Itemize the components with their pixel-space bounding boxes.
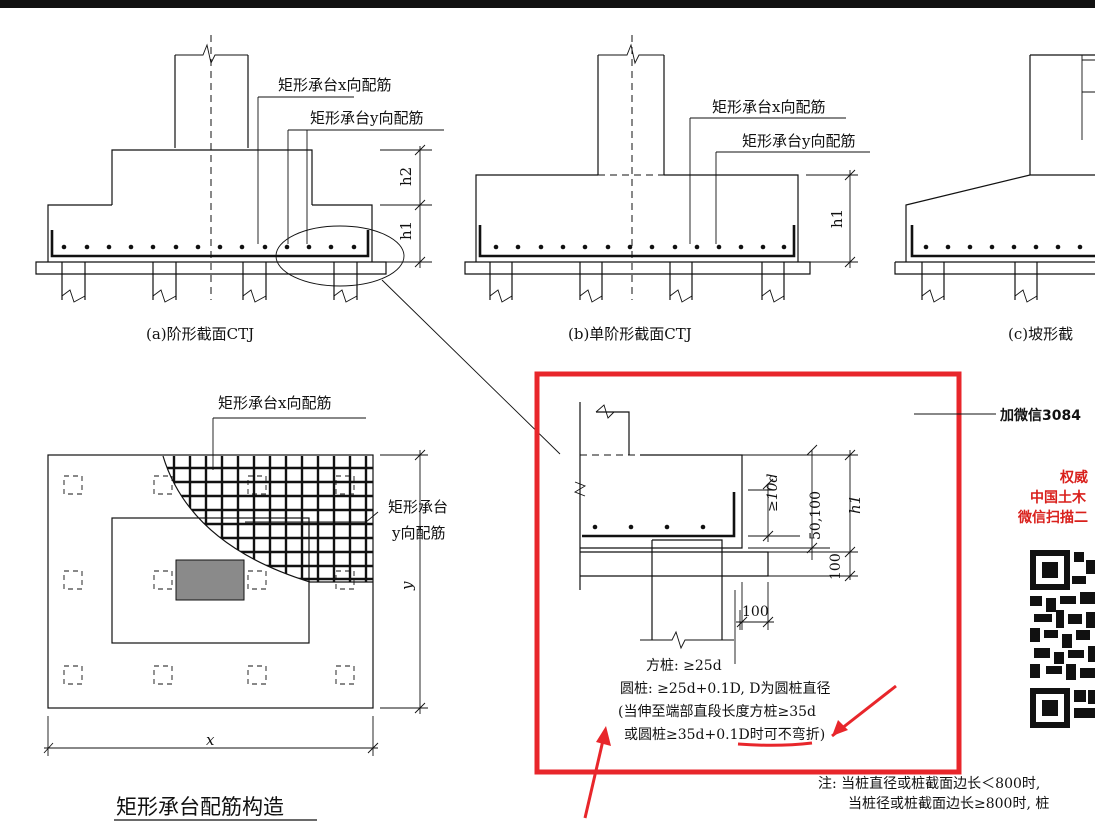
detail-note-line2: 圆桩: ≥25d+0.1D, D为圆桩直径 <box>620 680 831 697</box>
plan-title: 矩形承台配筋构造 <box>116 795 284 819</box>
diagram-b-x-rebar-label: 矩形承台x向配筋 <box>712 98 825 116</box>
diagram-b-h1-label: h1 <box>828 209 846 228</box>
detail-view <box>534 371 962 819</box>
detail-dim-100-vertical: 100 <box>828 553 844 580</box>
plan-view <box>43 417 428 821</box>
diagram-c-caption: (c)坡形截 <box>1008 325 1073 343</box>
plan-x-rebar-label: 矩形承台x向配筋 <box>218 394 331 412</box>
qr-code-image <box>1030 550 1095 728</box>
diagram-a-h1-label: h1 <box>397 221 415 240</box>
footnote-line2: 当桩径或桩截面边长≥800时, 桩 <box>848 795 1049 812</box>
diagram-b-caption: (b)单阶形截面CTJ <box>568 325 692 343</box>
diagram-b-y-rebar-label: 矩形承台y向配筋 <box>742 132 855 150</box>
top-border <box>0 0 1095 8</box>
sidebar-promo-line3: 微信扫描二 <box>1017 509 1088 526</box>
diagram-a-y-rebar-label: 矩形承台y向配筋 <box>310 109 423 127</box>
diagram-a-caption: (a)阶形截面CTJ <box>146 325 254 343</box>
section-diagram-a <box>35 35 561 455</box>
footnote-line1: 注: 当桩直径或桩截面边长＜800时, <box>818 775 1040 792</box>
detail-dim-50-100: 50,100 <box>808 491 824 540</box>
plan-dim-x: x <box>206 731 215 749</box>
detail-note-line1: 方桩: ≥25d <box>646 657 722 674</box>
section-diagram-b <box>464 35 870 303</box>
detail-h1-label: h1 <box>846 495 864 514</box>
sidebar-wechat: 加微信3084 <box>999 407 1081 424</box>
detail-dim-100-horizontal: 100 <box>742 604 769 620</box>
plan-dim-y: y <box>398 581 416 591</box>
detail-dim-10d: ≥10d <box>765 473 781 512</box>
sidebar-promo-line2: 中国土木 <box>1030 489 1087 506</box>
plan-y-rebar-label-2: y向配筋 <box>391 524 445 542</box>
sidebar-promo-line1: 权威 <box>1059 469 1088 486</box>
detail-note-line3: (当伸至端部直段长度方桩≥35d <box>618 703 816 720</box>
diagram-a-x-rebar-label: 矩形承台x向配筋 <box>278 76 391 94</box>
highlight-box <box>534 371 962 775</box>
section-diagram-c <box>894 54 1095 303</box>
detail-note-line4: 或圆桩≥35d+0.1D时可不弯折) <box>624 726 825 743</box>
diagram-a-h2-label: h2 <box>397 167 415 186</box>
plan-y-rebar-label-1: 矩形承台 <box>388 498 448 516</box>
